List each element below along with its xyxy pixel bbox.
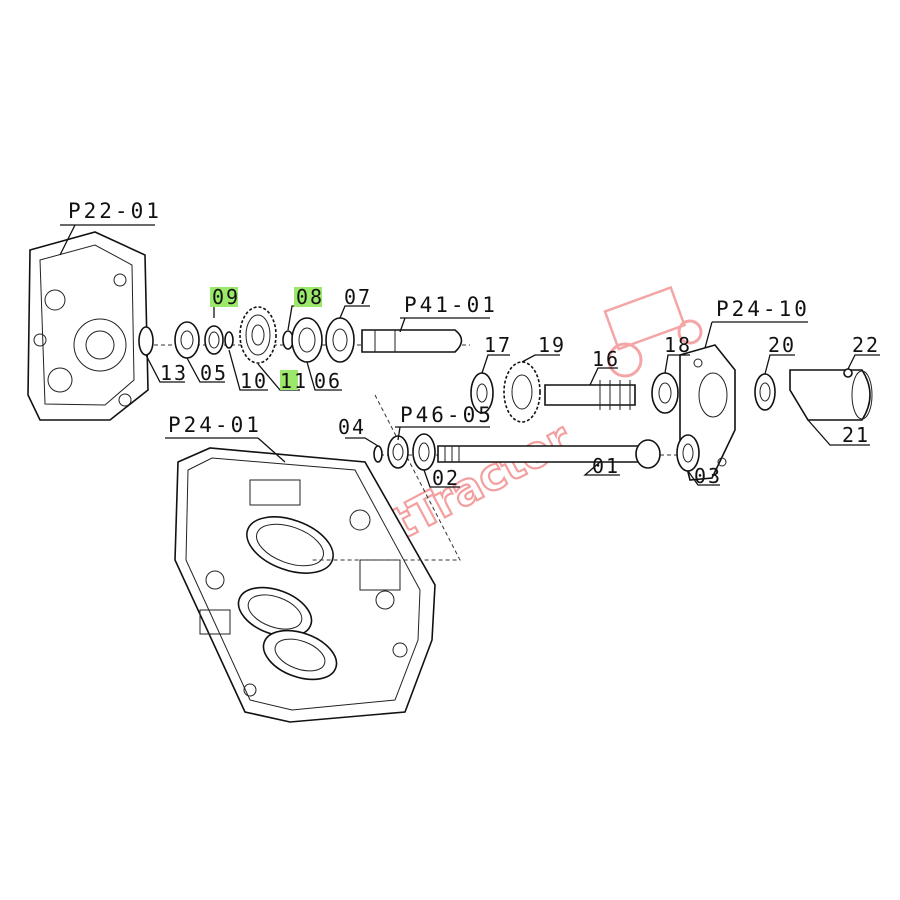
cover-21	[789, 369, 873, 421]
part-p46-05	[387, 435, 409, 469]
label-08: 08	[296, 285, 324, 309]
label-p46-05: P46-05	[400, 403, 494, 427]
housing-p24-01	[174, 447, 436, 723]
part-03-bearing	[676, 434, 700, 472]
label-21: 21	[842, 423, 870, 447]
label-05: 05	[200, 361, 228, 385]
highlight-11	[280, 370, 298, 390]
gear-19	[503, 361, 541, 423]
label-13: 13	[160, 361, 188, 385]
part-18-bearing	[651, 372, 679, 414]
label-02: 02	[432, 466, 460, 490]
highlight-08	[294, 287, 322, 307]
housing-p22-01	[27, 231, 149, 421]
gear-11	[239, 306, 277, 364]
bolt-22	[843, 368, 853, 378]
part-09-collar	[204, 325, 224, 355]
label-01: 01	[592, 454, 620, 478]
label-p22-01: P22-01	[68, 199, 162, 223]
shaft-p41-01	[361, 329, 463, 353]
label-07: 07	[344, 285, 372, 309]
leader-lines	[59, 224, 880, 488]
label-10: 10	[240, 369, 268, 393]
label-p24-01: P24-01	[168, 413, 262, 437]
label-22: 22	[852, 333, 880, 357]
label-p41-01: P41-01	[404, 293, 498, 317]
part-06-bearing	[291, 317, 323, 363]
part-20-seal	[754, 373, 776, 411]
label-06: 06	[314, 369, 342, 393]
label-17: 17	[484, 333, 512, 357]
part-05-bearing	[174, 321, 200, 359]
part-04-washer	[373, 445, 383, 463]
highlight-09	[210, 287, 238, 307]
shaft-01	[437, 439, 661, 469]
part-07-bearing	[325, 317, 355, 363]
label-03: 03	[694, 464, 722, 488]
part-10-washer	[224, 331, 234, 349]
label-p24-10: P24-10	[716, 297, 810, 321]
label-04: 04	[338, 415, 366, 439]
label-18: 18	[664, 333, 692, 357]
label-16: 16	[592, 347, 620, 371]
part-02-bearing	[412, 433, 436, 471]
label-11: 11	[280, 369, 308, 393]
part-13-seal	[138, 326, 154, 356]
label-19: 19	[538, 333, 566, 357]
tractor-icon	[603, 285, 703, 378]
label-20: 20	[768, 333, 796, 357]
guide-line-lower	[310, 394, 461, 561]
shaft-16	[544, 380, 636, 410]
label-09: 09	[212, 285, 240, 309]
